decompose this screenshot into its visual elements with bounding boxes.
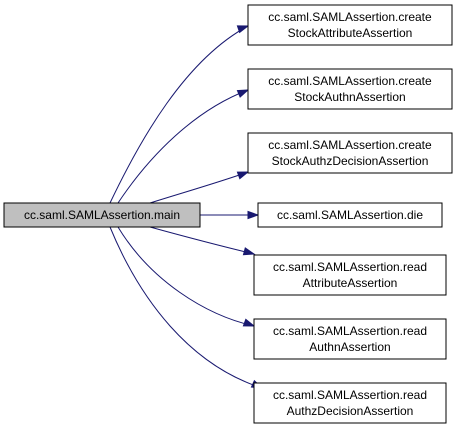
root-node-label: cc.saml.SAMLAssertion.main [24,208,180,222]
callee-node-label-line: StockAuthnAssertion [294,90,405,104]
arrowhead-icon [236,25,250,34]
call-edge [149,171,249,204]
callee-node-create-stock-authz-decision-assertion[interactable]: cc.saml.SAMLAssertion.create StockAuthzD… [247,132,453,174]
callee-node-label-line: AuthzDecisionAssertion [287,404,414,418]
callee-node-label-line: AttributeAssertion [303,276,398,290]
callee-node-label-line: StockAuthzDecisionAssertion [272,154,429,168]
call-edge [109,226,263,389]
callee-node-die[interactable]: cc.saml.SAMLAssertion.die [257,202,443,228]
callee-node-box [247,4,453,46]
callee-node-label-line: AuthnAssertion [309,340,390,354]
callee-node-read-authn-assertion[interactable]: cc.saml.SAMLAssertion.read AuthnAssertio… [253,318,447,360]
callee-node-label-line: cc.saml.SAMLAssertion.create [268,138,432,152]
callee-node-label-line: cc.saml.SAMLAssertion.read [273,260,427,274]
callee-node-label-line: StockAttributeAssertion [288,26,413,40]
callee-node-label-line: cc.saml.SAMLAssertion.die [277,208,423,222]
callee-node-box [257,202,443,228]
callee-node-box [253,382,447,424]
root-node[interactable]: cc.saml.SAMLAssertion.main [3,202,201,228]
arrowhead-icon [242,318,256,327]
callee-node-label-line: cc.saml.SAMLAssertion.create [268,74,432,88]
arrowhead-icon [247,210,260,220]
call-edge [109,25,249,204]
callee-node-create-stock-attribute-assertion[interactable]: cc.saml.SAMLAssertion.create StockAttrib… [247,4,453,46]
call-edge [149,226,255,255]
callee-node-label-line: cc.saml.SAMLAssertion.read [273,324,427,338]
arrowhead-icon [236,89,250,98]
callee-node-box [247,132,453,174]
root-node-box [3,202,201,228]
callee-node-box [247,68,453,110]
arrowhead-icon [242,247,256,256]
callee-node-label-line: cc.saml.SAMLAssertion.read [273,388,427,402]
callee-node-create-stock-authn-assertion[interactable]: cc.saml.SAMLAssertion.create StockAuthnA… [247,68,453,110]
callee-node-box [253,254,447,296]
call-edge [117,226,255,327]
call-edge [117,89,249,204]
callee-node-label-line: cc.saml.SAMLAssertion.create [268,10,432,24]
arrowhead-icon [236,171,250,180]
callee-node-box [253,318,447,360]
callee-node-read-attribute-assertion[interactable]: cc.saml.SAMLAssertion.read AttributeAsse… [253,254,447,296]
callee-node-read-authz-decision-assertion[interactable]: cc.saml.SAMLAssertion.read AuthzDecision… [253,382,447,424]
